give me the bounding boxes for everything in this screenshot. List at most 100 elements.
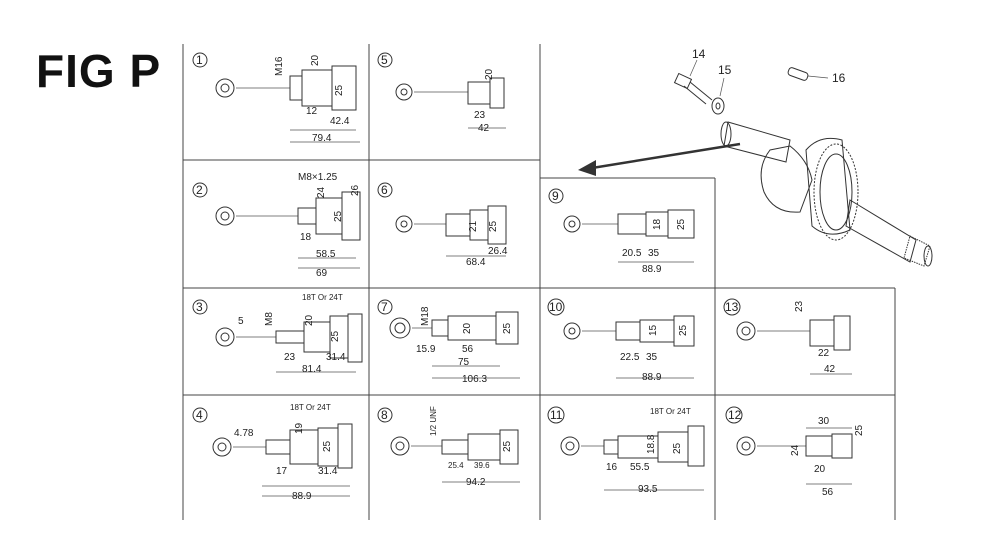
- dim-label: 24: [790, 444, 801, 456]
- dim-label: 25: [502, 440, 513, 452]
- dim-label: M8: [264, 312, 275, 326]
- dim-label: 18T Or 24T: [650, 407, 691, 416]
- dim-label: 18T Or 24T: [290, 403, 331, 412]
- dim-label: 15.9: [416, 344, 436, 355]
- dim-label: 26: [350, 184, 361, 196]
- callout-14: 14: [692, 47, 706, 61]
- dim-label: 106.3: [462, 374, 487, 385]
- dim-label: 88.9: [642, 372, 662, 383]
- dim-label: 20.5: [622, 248, 642, 259]
- panel-12: 12 30 25 24 20 56: [725, 406, 865, 498]
- callout-15: 15: [718, 63, 732, 77]
- panel-1: 1 M16 20 25 12 42.4 79.4: [192, 52, 360, 144]
- dim-label: 26.4: [488, 246, 508, 257]
- dim-label: 23: [284, 352, 296, 363]
- dim-label: 12: [306, 106, 318, 117]
- dim-label: 20: [310, 54, 321, 66]
- dim-label: 68.4: [466, 257, 486, 268]
- panel-number: 5: [381, 53, 388, 67]
- dim-label: 25: [330, 330, 341, 342]
- panel-11: 11 18T Or 24T 16 55.5 18.8 25 93.5: [547, 406, 705, 495]
- dim-label: 20: [304, 314, 315, 326]
- panel-6: 6 21 25 26.4 68.4: [377, 182, 508, 268]
- panel-2: 2 M8×1.25 24 26 25 18 58.5 69: [192, 172, 361, 279]
- dim-label: 25: [334, 84, 345, 96]
- dim-label: 93.5: [638, 484, 658, 495]
- dim-label: 25: [672, 442, 683, 454]
- dim-label: 30: [818, 416, 830, 427]
- panel-number: 13: [725, 300, 739, 314]
- dim-label: 81.4: [302, 364, 322, 375]
- panel-number: 11: [550, 408, 563, 422]
- dim-label: 5: [238, 316, 244, 327]
- panel-number: 3: [196, 300, 203, 314]
- panel-number: 4: [196, 408, 203, 422]
- dim-label: 18T Or 24T: [302, 293, 343, 302]
- dim-label: 18: [652, 218, 663, 230]
- panel-9: 9 20.5 35 18 25 88.9: [548, 188, 695, 275]
- dim-label: 58.5: [316, 249, 336, 260]
- dim-label: 22.5: [620, 352, 640, 363]
- panel-7: 7 M18 20 25 15.9 56 75 106.3: [377, 299, 520, 385]
- dim-label: 42.4: [330, 116, 350, 127]
- dim-label: 56: [822, 487, 834, 498]
- dim-label: 19: [294, 422, 305, 434]
- dim-label: 39.6: [474, 461, 490, 470]
- dim-label: 16: [606, 462, 618, 473]
- panel-3: 3 5 M8 20 18T Or 24T 23 25 31.4 81.4: [192, 293, 363, 375]
- dim-label: 18: [300, 232, 312, 243]
- panel-number: 2: [196, 183, 203, 197]
- dim-label: 31.4: [318, 466, 338, 477]
- dim-label: 31.4: [326, 352, 346, 363]
- panel-number: 9: [552, 189, 559, 203]
- dim-label: 35: [646, 352, 658, 363]
- dim-label: 42: [824, 364, 836, 375]
- dim-label: 25: [333, 210, 344, 222]
- dim-label: 55.5: [630, 462, 650, 473]
- dim-label: 24: [316, 186, 327, 198]
- dim-label: M8×1.25: [298, 172, 338, 183]
- dim-label: 25: [854, 424, 865, 436]
- panel-5: 5 20 23 42: [377, 52, 506, 134]
- panel-number: 10: [549, 300, 563, 314]
- panel-number: 6: [381, 183, 388, 197]
- dim-label: 17: [276, 466, 288, 477]
- dim-label: 25: [678, 324, 689, 336]
- dim-label: 25: [676, 218, 687, 230]
- dim-label: M16: [274, 56, 285, 76]
- dim-label: 88.9: [642, 264, 662, 275]
- dim-label: 25: [502, 322, 513, 334]
- dim-label: 25: [488, 220, 499, 232]
- dim-label: 21: [468, 220, 479, 232]
- callout-16: 16: [832, 71, 846, 85]
- dim-label: M18: [420, 306, 431, 326]
- figure-title: FIG P: [36, 45, 162, 97]
- panel-number: 8: [381, 408, 388, 422]
- panel-4: 4 4.78 19 18T Or 24T 25 17 31.4 88.9: [192, 403, 353, 502]
- dim-label: 35: [648, 248, 660, 259]
- dim-label: 79.4: [312, 133, 332, 144]
- crankshaft-assembly-illustration: 14 15 16: [578, 47, 933, 267]
- dim-label: 20: [814, 464, 826, 475]
- panel-13: 13 23 22 42: [723, 298, 852, 375]
- dim-label: 18.8: [646, 434, 657, 454]
- panel-number: 12: [728, 408, 742, 422]
- panel-grid: [182, 44, 896, 520]
- dim-label: 94.2: [466, 477, 486, 488]
- panel-8: 8 1/2 UNF 25.4 39.6 25 94.2: [377, 406, 520, 488]
- dim-label: 20: [484, 68, 495, 80]
- dim-label: 22: [818, 348, 830, 359]
- panel-number: 7: [381, 300, 388, 314]
- dim-label: 4.78: [234, 428, 254, 439]
- dim-label: 15: [648, 324, 659, 336]
- dim-label: 25: [322, 440, 333, 452]
- dim-label: 23: [474, 110, 486, 121]
- dim-label: 23: [794, 300, 805, 312]
- dim-label: 20: [462, 322, 473, 334]
- panel-number: 1: [196, 53, 203, 67]
- panel-10: 10 15 25 22.5 35 88.9: [547, 298, 695, 383]
- dim-label: 1/2 UNF: [429, 406, 438, 436]
- dim-label: 88.9: [292, 491, 312, 502]
